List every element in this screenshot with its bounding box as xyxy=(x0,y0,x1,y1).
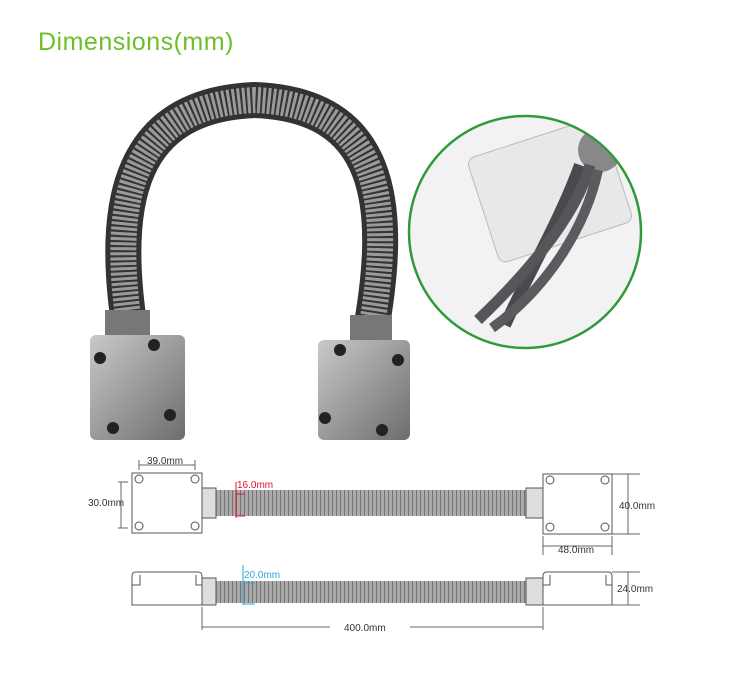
dim-hose-side: 20.0mm xyxy=(244,570,280,581)
door-loop-photo xyxy=(90,81,410,440)
dim-box-width-right: 48.0mm xyxy=(558,545,594,556)
dim-hose-top: 16.0mm xyxy=(237,480,273,491)
side-view-drawing xyxy=(131,565,640,630)
top-view-drawing xyxy=(118,460,640,555)
dim-box-width: 39.0mm xyxy=(147,456,183,467)
dim-box-height: 30.0mm xyxy=(88,498,124,509)
dim-total-length: 400.0mm xyxy=(344,623,386,634)
inset-border xyxy=(407,114,643,350)
left-junction-box xyxy=(90,335,185,440)
dim-box-height-right: 40.0mm xyxy=(619,501,655,512)
cable-detail-inset xyxy=(407,114,643,350)
right-junction-box xyxy=(318,340,410,440)
dim-box-depth: 24.0mm xyxy=(617,584,653,595)
page-title: Dimensions(mm) xyxy=(38,28,234,56)
